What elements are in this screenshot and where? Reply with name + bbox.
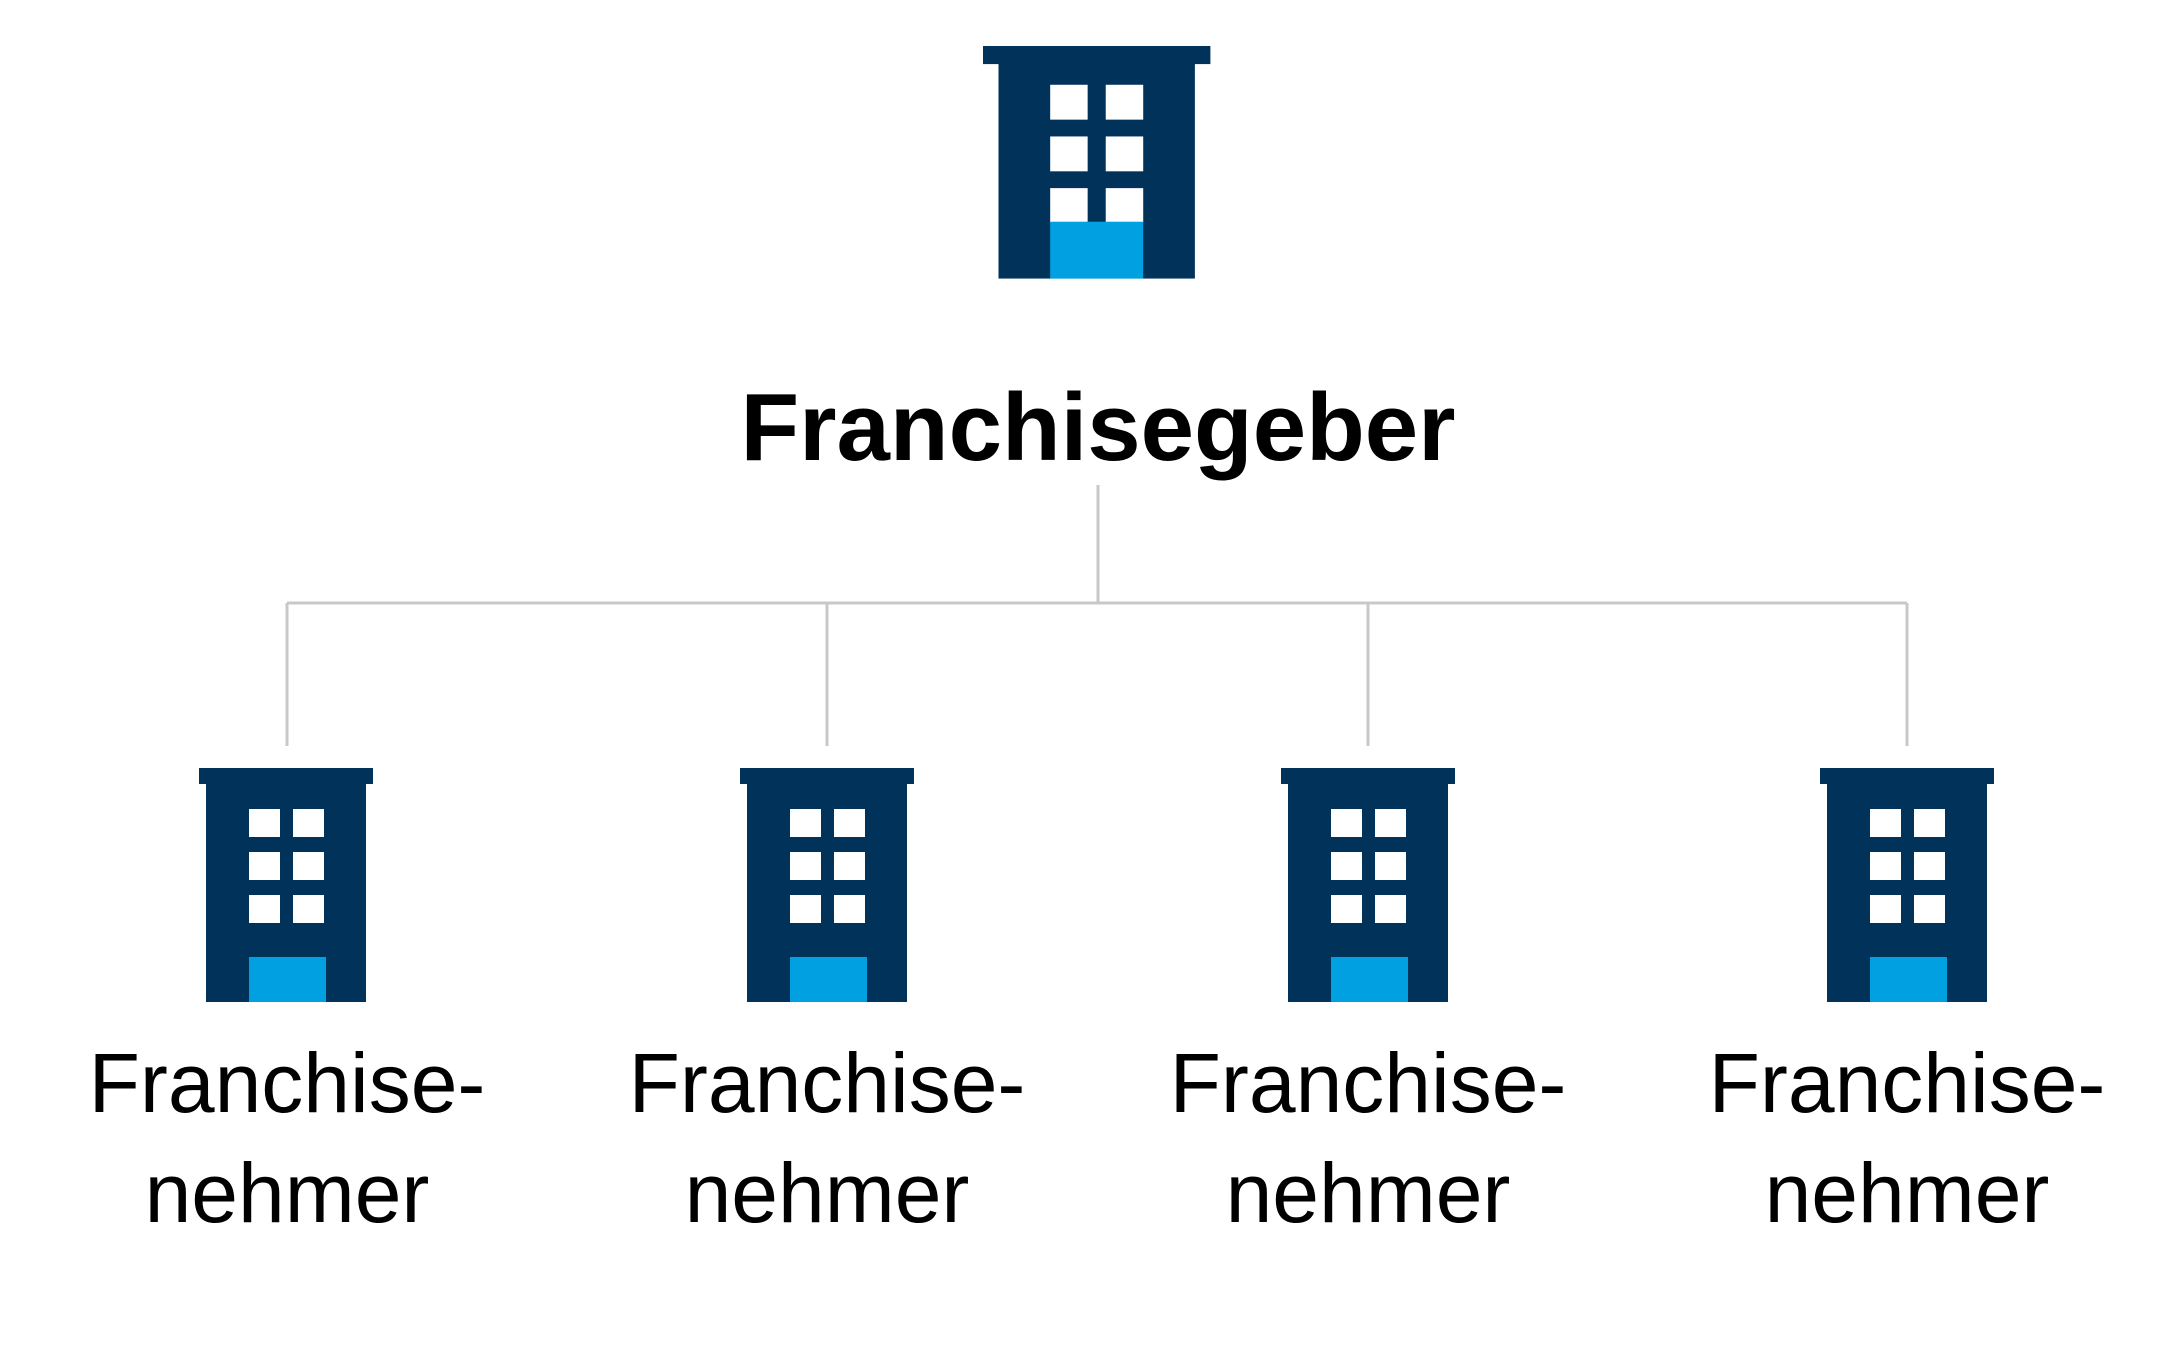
child-label-line2: nehmer — [1765, 1146, 2050, 1240]
building-icon — [740, 768, 914, 1002]
child-label-line1: Franchise- — [1709, 1036, 2106, 1130]
root-node: Franchisegeber — [741, 46, 1456, 481]
building-icon — [1820, 768, 1994, 1002]
building-icon — [1281, 768, 1455, 1002]
child-node-4: Franchise- nehmer — [1709, 768, 2106, 1240]
root-label: Franchisegeber — [741, 374, 1456, 481]
child-label-line2: nehmer — [145, 1146, 430, 1240]
child-label-line1: Franchise- — [1170, 1036, 1567, 1130]
child-label-line1: Franchise- — [89, 1036, 486, 1130]
child-node-2: Franchise- nehmer — [629, 768, 1026, 1240]
child-label-line2: nehmer — [1226, 1146, 1511, 1240]
child-node-1: Franchise- nehmer — [89, 768, 486, 1240]
child-node-3: Franchise- nehmer — [1170, 768, 1567, 1240]
child-label-line2: nehmer — [685, 1146, 970, 1240]
building-icon — [983, 46, 1211, 279]
building-icon — [199, 768, 373, 1002]
connector-lines — [285, 485, 1909, 746]
child-label-line1: Franchise- — [629, 1036, 1026, 1130]
